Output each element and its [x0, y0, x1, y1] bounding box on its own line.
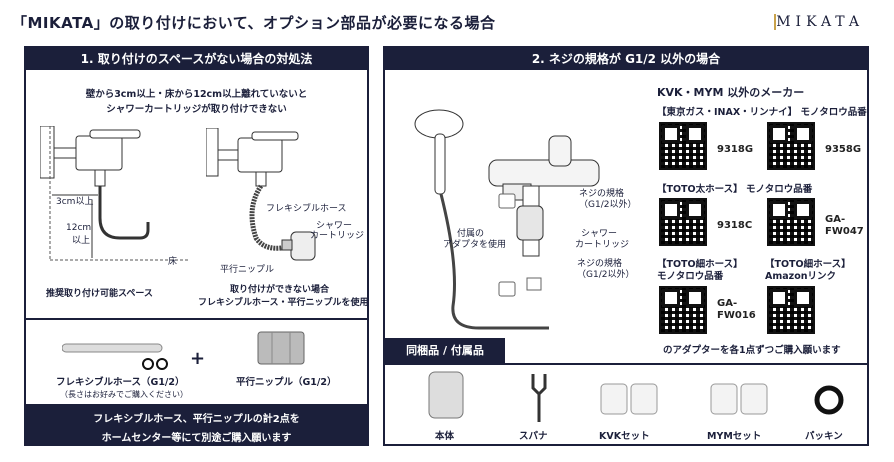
- item-mym-set: MYMセット: [707, 431, 762, 442]
- thread-label-a2: （G1/2以外）: [579, 200, 637, 210]
- intro-line-2: シャワーカートリッジが取り付けできない: [106, 104, 287, 115]
- left-footer: フレキシブルホース、平行ニップルの計2点を ホームセンター等にて別途ご購入願いま…: [26, 404, 367, 444]
- thread-label-b2: （G1/2以外）: [577, 270, 635, 280]
- code-2: 9358G: [825, 144, 862, 155]
- recommended-space-diagram: [40, 126, 190, 261]
- flex-hose-image: [62, 343, 168, 370]
- dim-12cm-a: 12cm: [66, 223, 92, 233]
- cartridge-label-a: シャワー: [316, 221, 353, 231]
- item-packing: パッキン: [805, 431, 843, 442]
- dim-12cm-b: 以上: [72, 236, 91, 246]
- included-divider: [385, 363, 867, 365]
- qr-code-2[interactable]: [767, 122, 815, 170]
- nipple-image: [257, 331, 305, 365]
- intro-line-1: 壁から3cm以上・床から12cm以上離れていないと: [85, 89, 308, 100]
- flex-hose-diagram: [206, 128, 316, 261]
- plus-sign: +: [190, 348, 206, 369]
- adapter-label-b: アダプタを使用: [443, 240, 507, 250]
- qr-code-6[interactable]: [767, 286, 815, 334]
- parts-divider: [26, 318, 367, 320]
- code-1: 9318G: [717, 144, 754, 155]
- makers-title: KVK・MYM 以外のメーカー: [657, 86, 805, 99]
- brand-logo: MIKATA: [776, 14, 864, 30]
- brand-bar: [774, 14, 776, 30]
- group3-label-b: モノタロウ品番: [657, 271, 724, 282]
- item-body: 本体: [435, 431, 455, 442]
- item-spanner: スパナ: [519, 431, 548, 442]
- part-hose: フレキシブルホース（G1/2）: [56, 377, 185, 388]
- footer-line-2: ホームセンター等にて別途ご購入願います: [101, 433, 292, 444]
- group2-label: 【TOTO太ホース】 モノタロウ品番: [657, 184, 813, 195]
- group4-label-b: Amazonリンク: [765, 271, 836, 282]
- code-5b: FW016: [717, 310, 756, 321]
- group4-label-a: 【TOTO細ホース】: [765, 259, 851, 270]
- code-4a: GA-: [825, 214, 846, 225]
- nipple-label: 平行ニップル: [220, 265, 275, 275]
- group3-label-a: 【TOTO細ホース】: [657, 259, 743, 270]
- part-nipple: 平行ニップル（G1/2）: [236, 377, 337, 388]
- caption-right-b: フレキシブルホース・平行ニップルを使用: [198, 298, 369, 308]
- page-title: 「MIKATA」の取り付けにおいて、オプション部品が必要になる場合: [12, 14, 496, 32]
- adapter-label-a: 付属の: [457, 229, 485, 239]
- left-section-title: 1. 取り付けのスペースがない場合の対処法: [26, 48, 367, 70]
- cartridge-label-b: カートリッジ: [310, 231, 365, 241]
- caption-right-a: 取り付けができない場合: [230, 285, 330, 295]
- qr-code-1[interactable]: [659, 122, 707, 170]
- part-hose-note: （長さはお好みでご購入ください）: [60, 390, 188, 399]
- faucet-diagram: [414, 109, 600, 330]
- dim-3cm: 3cm以上: [56, 197, 94, 207]
- included-title: 同梱品 / 付属品: [385, 338, 505, 364]
- right-section-title: 2. ネジの規格が G1/2 以外の場合: [385, 48, 867, 70]
- item-kvk-set: KVKセット: [599, 431, 650, 442]
- buy-note: のアダプターを各1点ずつご購入願います: [663, 345, 841, 356]
- qr-code-3[interactable]: [659, 198, 707, 246]
- included-items-images: [428, 371, 844, 422]
- caption-left: 推奨取り付け可能スペース: [46, 289, 153, 299]
- floor-label: 床: [168, 257, 178, 267]
- hose-label: フレキシブルホース: [266, 204, 347, 214]
- code-3: 9318C: [717, 220, 753, 231]
- code-5a: GA-: [717, 298, 738, 309]
- footer-line-1: フレキシブルホース、平行ニップルの計2点を: [93, 414, 300, 425]
- qr-code-4[interactable]: [767, 198, 815, 246]
- left-panel: 1. 取り付けのスペースがない場合の対処法 壁から3cm以上・床から12cm以上…: [24, 46, 369, 446]
- code-4b: FW047: [825, 226, 864, 237]
- thread-label-b1: ネジの規格: [577, 259, 623, 269]
- cartridge-label-b: カートリッジ: [575, 240, 630, 250]
- thread-label-a1: ネジの規格: [579, 189, 625, 199]
- right-panel: 2. ネジの規格が G1/2 以外の場合 付属の アダプタを使用 ネジの規格 （…: [383, 46, 869, 446]
- qr-code-5[interactable]: [659, 286, 707, 334]
- group1-label: 【東京ガス・INAX・リンナイ】 モノタロウ品番: [657, 107, 867, 118]
- cartridge-label-a: シャワー: [581, 229, 618, 239]
